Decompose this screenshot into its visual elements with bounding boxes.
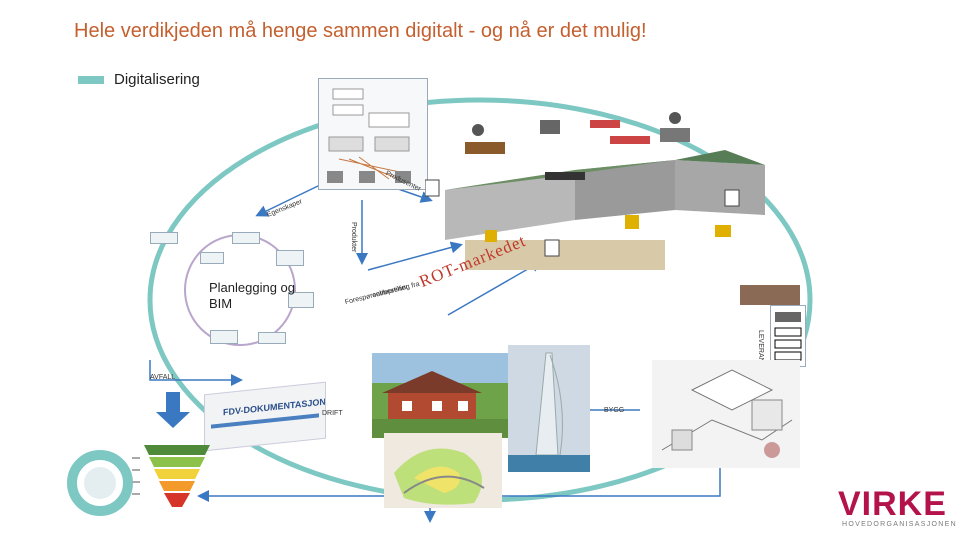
bygg-label: BYGG — [604, 407, 625, 414]
factory-icon — [425, 150, 765, 270]
delivery-label-card — [770, 305, 806, 367]
plan-node-2 — [232, 232, 260, 244]
legend-label: Digitalisering — [114, 71, 200, 88]
plan-node-5 — [288, 292, 314, 308]
plan-node-3 — [200, 252, 224, 264]
pyramid-labels — [130, 455, 142, 510]
plan-node-4 — [276, 250, 304, 266]
avfall-down-arrow — [156, 392, 190, 428]
tower-photo — [508, 345, 590, 472]
arrow-egenskaper — [255, 184, 321, 217]
delivery-photo — [740, 285, 800, 305]
planning-label-text: Planlegging og BIM — [209, 280, 296, 311]
waste-pyramid — [142, 443, 212, 513]
tower-icon — [508, 345, 590, 472]
plan-node-1 — [150, 232, 178, 244]
arrow-to-factory — [367, 241, 463, 271]
drift-label: DRIFT — [322, 410, 343, 417]
factory-illustration — [425, 120, 780, 280]
site-plan-map — [384, 433, 502, 508]
barcode-icon — [774, 312, 802, 361]
plan-node-7 — [258, 332, 286, 344]
pyramid-icon — [144, 445, 210, 507]
office-icon — [465, 112, 690, 154]
construction-icon — [661, 369, 793, 458]
arrow-bottom-return — [197, 465, 721, 502]
cycle-icon — [67, 450, 133, 516]
house-photo — [372, 353, 510, 438]
schematic-icon — [327, 88, 411, 183]
legend-swatch — [78, 76, 104, 84]
office-cluster — [460, 100, 700, 160]
virke-subtitle: HOVEDORGANISASJONEN — [842, 521, 957, 528]
virke-logo: VIRKE — [838, 485, 947, 523]
house-icon — [372, 353, 510, 438]
avfall-label: AVFALL — [150, 374, 176, 381]
waste-cycle-diagram — [62, 448, 142, 518]
arrow-avfall — [149, 360, 243, 386]
produkter-label: Produkter — [350, 222, 357, 253]
pyramid-marks — [132, 457, 140, 495]
plan-node-6 — [210, 330, 238, 344]
planning-label: Planlegging og BIM — [209, 280, 299, 312]
arrow-rot — [447, 260, 543, 316]
system-schematic — [318, 78, 428, 190]
construction-sketch — [652, 360, 800, 468]
page-title: Hele verdikjeden må henge sammen digital… — [74, 20, 647, 42]
map-icon — [394, 448, 485, 505]
